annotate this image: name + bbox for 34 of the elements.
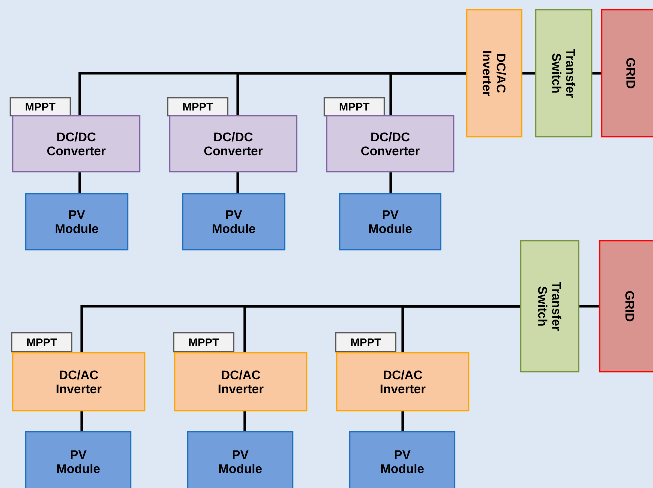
pv-module-box: PV Module xyxy=(349,431,456,488)
grid-box: GRID xyxy=(599,240,653,373)
transfer-switch-box: Transfer Switch xyxy=(535,9,593,138)
grid-box: GRID xyxy=(601,9,653,138)
pv-module-box: PV Module xyxy=(187,431,294,488)
connector-line xyxy=(244,412,246,432)
mppt-tag: MPPT xyxy=(324,97,386,117)
pv-module-box: PV Module xyxy=(25,193,129,251)
inverter-box: DC/AC Inverter xyxy=(174,352,308,412)
pv-module-box: PV Module xyxy=(182,193,286,251)
connector-line xyxy=(580,305,600,308)
mppt-tag: MPPT xyxy=(167,97,229,117)
mppt-tag: MPPT xyxy=(335,332,397,353)
converter-box: DC/DC Converter xyxy=(169,115,298,173)
mppt-tag: MPPT xyxy=(11,332,73,353)
converter-box: DC/DC Converter xyxy=(12,115,141,173)
connector-line xyxy=(522,72,536,75)
inverter-box: DC/AC Inverter xyxy=(336,352,470,412)
transfer-switch-box: Transfer Switch xyxy=(520,240,580,373)
connector-line xyxy=(390,172,392,194)
connector-line xyxy=(402,412,404,432)
mppt-tag: MPPT xyxy=(10,97,72,117)
mppt-tag: MPPT xyxy=(173,332,235,353)
connector-line xyxy=(78,172,82,194)
connector-line xyxy=(402,305,520,352)
connector-line xyxy=(390,72,466,116)
connector-line xyxy=(80,412,84,432)
pv-module-box: PV Module xyxy=(339,193,442,251)
inverter-box: DC/AC Inverter xyxy=(466,9,523,138)
connector-line xyxy=(592,72,602,75)
converter-box: DC/DC Converter xyxy=(326,115,455,173)
connector-line xyxy=(236,172,240,194)
inverter-box: DC/AC Inverter xyxy=(12,352,146,412)
pv-module-box: PV Module xyxy=(25,431,132,488)
